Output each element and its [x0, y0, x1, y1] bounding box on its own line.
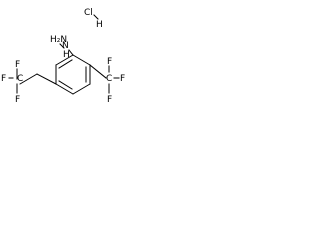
ring-cf3-right-bond: [89, 64, 107, 79]
ring-double-bond-6: [58, 59, 73, 69]
left-cf3-fluorine-top-label: F: [15, 60, 20, 70]
chlorine-atom-label: Cl: [84, 8, 93, 18]
ring-cf3-left-bond: [36, 73, 57, 85]
nh2-group-label: H₂N: [50, 35, 67, 45]
right-cf3-fluorine-bottom-label: F: [107, 95, 112, 105]
chemical-structure-diagram: Cl H H₂N H N C F F F C F F F: [1, 8, 125, 105]
nh-nitrogen-label: N: [62, 41, 69, 51]
nh-hydrogen-label: H: [63, 50, 70, 60]
right-cf3-fluorine-top-label: F: [107, 57, 112, 67]
n-ring-bond: [68, 49, 74, 56]
n-n-bond: [59, 43, 65, 49]
ring-bond-4: [55, 83, 74, 95]
hcl-bond: [93, 14, 99, 20]
ring-bond-6: [55, 54, 74, 66]
ring-double-bond-4: [58, 80, 73, 90]
right-cf3-carbon-label: C: [106, 74, 112, 84]
ring-bond-1: [72, 54, 91, 66]
right-cf3-fluorine-right-label: F: [120, 74, 125, 84]
ring-bond-3: [72, 83, 91, 95]
left-cf3-carbon-label: C: [17, 74, 23, 84]
left-cf3-fluorine-left-label: F: [1, 74, 6, 84]
cf3-left-c-bond: [19, 73, 38, 85]
left-cf3-fluorine-bottom-label: F: [15, 95, 20, 105]
hydrogen-atom-label: H: [96, 20, 103, 30]
